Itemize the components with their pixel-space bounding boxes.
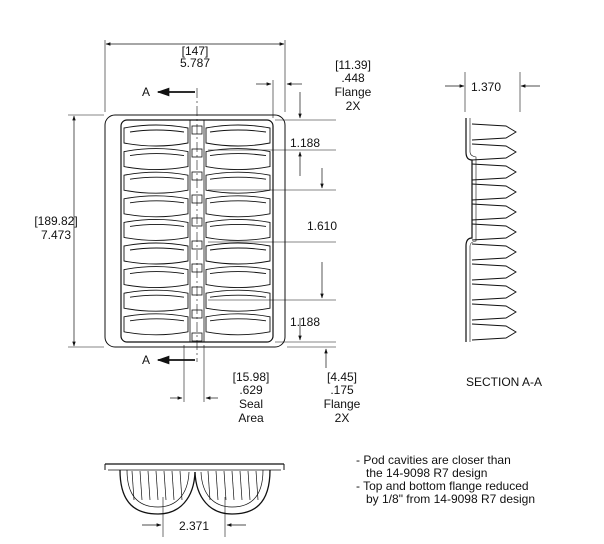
pod-rib bbox=[209, 247, 267, 251]
section-rib bbox=[471, 203, 517, 221]
pod-cavity bbox=[123, 266, 189, 289]
end-rib bbox=[163, 470, 167, 501]
seal-in: .629 bbox=[239, 383, 263, 397]
pod-rib bbox=[209, 129, 267, 133]
flange-tb-label: Flange bbox=[324, 397, 361, 411]
pod-cavity bbox=[205, 313, 271, 336]
flange-tb-in: .175 bbox=[330, 383, 354, 397]
pod-rib bbox=[209, 200, 267, 204]
section-marker-bottom: A bbox=[142, 353, 150, 367]
section-rib bbox=[471, 283, 517, 301]
pod-cavity bbox=[123, 195, 189, 218]
pod-cavity bbox=[205, 195, 271, 218]
tray-front-view bbox=[104, 114, 286, 348]
pod-cavity bbox=[123, 313, 189, 336]
section-rib bbox=[471, 163, 517, 181]
section-rib bbox=[471, 143, 517, 161]
note-line: - Pod cavities are closer than bbox=[356, 453, 511, 467]
section-depth: 1.370 bbox=[471, 80, 501, 94]
end-rib bbox=[223, 470, 227, 501]
pod-rib bbox=[129, 223, 185, 227]
pod-cavity bbox=[123, 289, 189, 312]
section-rib bbox=[471, 223, 517, 241]
end-rib bbox=[139, 470, 143, 501]
pod-rib bbox=[129, 176, 185, 180]
section-rib bbox=[471, 303, 517, 321]
end-rib bbox=[231, 470, 235, 501]
section-rib bbox=[471, 323, 517, 341]
pod-rib bbox=[129, 129, 185, 133]
design-notes: - Pod cavities are closer than the 14-90… bbox=[356, 454, 596, 506]
width-in: 5.787 bbox=[180, 56, 210, 70]
mid-pitch: 1.610 bbox=[307, 219, 337, 233]
end-rib bbox=[155, 470, 159, 501]
dimension-lines bbox=[72, 42, 328, 400]
pod-rib bbox=[209, 318, 267, 322]
top-pitch: 1.188 bbox=[290, 136, 320, 150]
bottom-pitch: 1.188 bbox=[290, 315, 320, 329]
section-rib bbox=[471, 183, 517, 201]
pod-cavity bbox=[205, 242, 271, 265]
flange-tb-mm: [4.45] bbox=[327, 370, 357, 384]
end-rib bbox=[171, 470, 175, 501]
pod-rib bbox=[129, 200, 185, 204]
section-cut-line bbox=[156, 87, 198, 365]
pod-cavity bbox=[205, 218, 271, 241]
pod-cavity bbox=[205, 266, 271, 289]
pod-cavity bbox=[123, 242, 189, 265]
end-rib bbox=[255, 470, 259, 501]
pod-cavity bbox=[123, 148, 189, 171]
pod-rib bbox=[209, 176, 267, 180]
end-rib bbox=[239, 470, 243, 501]
end-rib bbox=[147, 470, 151, 501]
pod-cavity bbox=[205, 148, 271, 171]
flange-tb-count: 2X bbox=[335, 411, 350, 425]
section-rib bbox=[471, 123, 517, 141]
flange-side-label: Flange bbox=[335, 85, 372, 99]
pod-rib bbox=[129, 318, 185, 322]
seal-label-2: Area bbox=[238, 411, 264, 425]
pod-rib bbox=[209, 294, 267, 298]
pod-rib bbox=[129, 247, 185, 251]
height-in: 7.473 bbox=[41, 228, 71, 242]
pod-cavity bbox=[123, 124, 189, 147]
seal-mm: [15.98] bbox=[233, 370, 270, 384]
pod-cavity bbox=[123, 171, 189, 194]
seal-label-1: Seal bbox=[239, 397, 263, 411]
note-line: by 1/8" from 14-9098 R7 design bbox=[366, 492, 536, 506]
pod-rib bbox=[209, 271, 267, 275]
width-mm: [147] bbox=[182, 44, 209, 58]
pod-rib bbox=[209, 153, 267, 157]
pod-cavity bbox=[205, 289, 271, 312]
pod-rib bbox=[129, 271, 185, 275]
pod-rib bbox=[209, 223, 267, 227]
end-rib bbox=[247, 470, 251, 501]
pod-cavity bbox=[205, 124, 271, 147]
section-title: SECTION A-A bbox=[466, 375, 542, 389]
end-rib bbox=[215, 470, 219, 501]
flange-side-count: 2X bbox=[346, 99, 361, 113]
section-a-a-view bbox=[445, 72, 540, 342]
note-line: the 14-9098 R7 design bbox=[366, 466, 488, 480]
section-rib bbox=[471, 243, 517, 261]
end-rib bbox=[207, 470, 211, 501]
note-line: - Top and bottom flange reduced bbox=[356, 479, 529, 493]
section-marker-top: A bbox=[142, 85, 150, 99]
pod-rib bbox=[129, 294, 185, 298]
end-rib bbox=[131, 470, 135, 501]
pod-cavity bbox=[123, 218, 189, 241]
height-mm: [189.82] bbox=[34, 214, 77, 228]
flange-side-mm: [11.39] bbox=[335, 58, 371, 72]
extension-lines bbox=[68, 40, 336, 402]
cavity-end-view bbox=[104, 463, 285, 537]
end-rib bbox=[179, 470, 183, 501]
cavity-width: 2.371 bbox=[179, 519, 209, 533]
section-rib bbox=[471, 263, 517, 281]
flange-side-in: .448 bbox=[341, 71, 365, 85]
pod-rib bbox=[129, 153, 185, 157]
